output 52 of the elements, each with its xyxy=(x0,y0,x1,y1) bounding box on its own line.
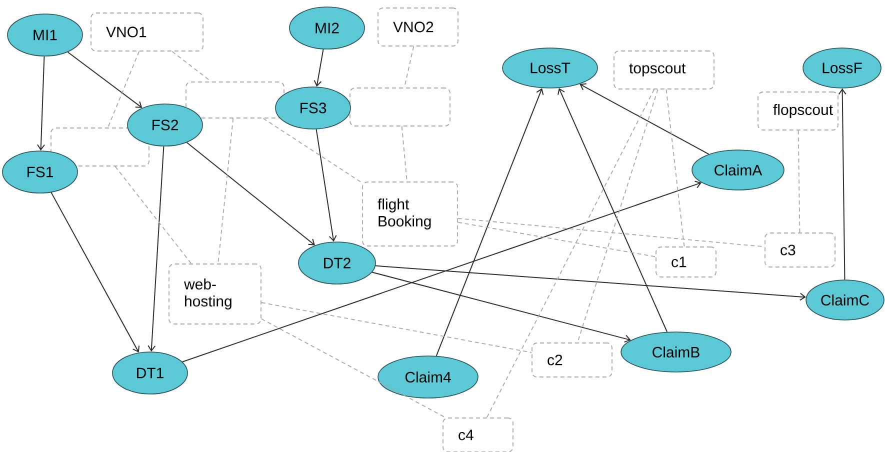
ellipse-node: DT2 xyxy=(298,242,376,284)
arrow xyxy=(37,56,45,151)
connector-line xyxy=(114,166,192,264)
dashed-box: web-hosting xyxy=(168,264,262,324)
connector-line xyxy=(798,130,800,233)
connector-line xyxy=(401,126,408,182)
connector-line xyxy=(486,89,655,418)
connector-line xyxy=(458,222,656,258)
arrow xyxy=(314,48,324,87)
ellipse-node: FS1 xyxy=(2,150,78,194)
arrow xyxy=(436,88,544,356)
arrow xyxy=(67,52,142,108)
connector-line xyxy=(108,51,140,128)
dashed-box: c2 xyxy=(532,342,612,378)
connector-line xyxy=(262,118,362,184)
arrow xyxy=(182,180,702,362)
connector-line xyxy=(261,318,446,418)
dashed-box: flight Booking xyxy=(362,182,458,246)
dashed-box: c3 xyxy=(764,232,836,268)
connector-line xyxy=(218,118,234,264)
ellipse-node: FS2 xyxy=(127,104,203,146)
arrow xyxy=(372,272,631,343)
ellipse-node: LossF xyxy=(802,48,882,88)
ellipse-node: ClaimB xyxy=(620,332,732,372)
dashed-box: VNO2 xyxy=(378,8,458,46)
arrow xyxy=(838,88,846,280)
connector-line xyxy=(261,302,532,353)
ellipse-node: ClaimC xyxy=(806,280,884,320)
dashed-box: VNO1 xyxy=(90,12,204,52)
connector-line xyxy=(172,51,212,82)
dashed-box: topscout xyxy=(614,50,714,90)
ellipse-node: FS3 xyxy=(275,86,351,130)
dashed-box: flopscout xyxy=(758,92,838,130)
ellipse-node: ClaimA xyxy=(692,150,784,190)
ellipse-node: MI2 xyxy=(289,6,365,50)
arrow xyxy=(186,142,316,246)
connector-line xyxy=(577,89,658,343)
arrow xyxy=(148,146,164,352)
arrow xyxy=(316,128,337,242)
dashed-box xyxy=(186,82,284,118)
ellipse-node: MI1 xyxy=(7,14,83,56)
connector-line xyxy=(666,89,685,247)
dashed-box: c1 xyxy=(656,246,716,278)
arrow xyxy=(580,83,710,155)
ellipse-node: DT1 xyxy=(112,352,188,394)
arrow xyxy=(375,265,806,301)
dashed-box xyxy=(350,88,450,126)
dashed-box: c4 xyxy=(442,418,514,452)
arrow xyxy=(558,88,668,332)
ellipse-node: Claim4 xyxy=(378,356,478,398)
ellipse-node: LossT xyxy=(502,48,598,88)
arrow xyxy=(50,192,140,353)
